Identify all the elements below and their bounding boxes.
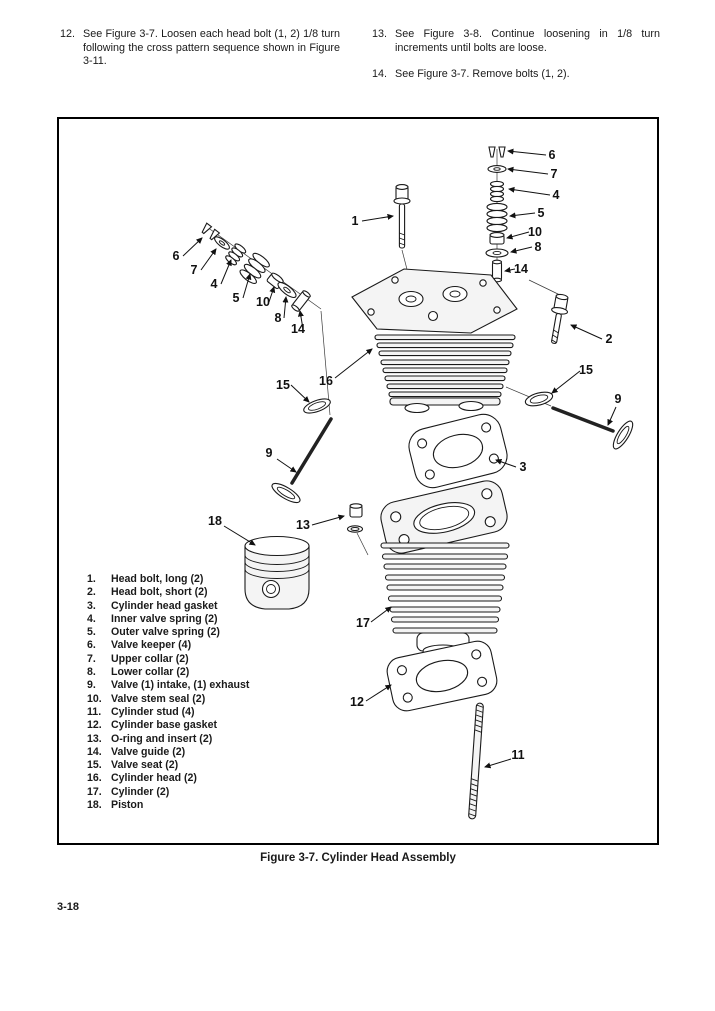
instruction-text: See Figure 3-8. Continue loosening in 1/…: [395, 28, 660, 54]
callout-4-left: 4: [211, 277, 218, 291]
instruction-text: See Figure 3-7. Remove bolts (1, 2).: [395, 68, 570, 80]
valve-9-right: [551, 406, 634, 450]
cylinder-base-gasket-12: [386, 640, 498, 712]
callout-18: 18: [208, 514, 222, 528]
instruction-number: 14.: [372, 68, 388, 80]
callout-10-left: 10: [256, 295, 270, 309]
cylinder-head-gasket-3: [408, 413, 508, 489]
parts-list-item: 15.Valve seat (2): [87, 759, 179, 772]
instruction-number: 12.: [60, 28, 76, 40]
instruction-item-14: 14. See Figure 3-7. Remove bolts (1, 2).: [372, 68, 660, 82]
callout-9-left: 9: [266, 446, 273, 460]
parts-list-item: 18.Piston: [87, 799, 144, 812]
parts-list-item: 1.Head bolt, long (2): [87, 573, 204, 585]
cylinder-stud-11: [468, 702, 484, 820]
inner-valve-spring-4-right: [489, 180, 505, 203]
callout-5-right: 5: [538, 206, 545, 220]
head-bolt-short-2: [545, 292, 571, 346]
valve-seat-15-left: [303, 398, 331, 414]
parts-list-item: 13.O-ring and insert (2): [87, 732, 213, 745]
parts-list-item: 17.Cylinder (2): [87, 785, 170, 798]
parts-list-item: 3.Cylinder head gasket: [87, 599, 218, 612]
page-number: 3-18: [57, 901, 80, 913]
piston-18: [244, 535, 310, 610]
parts-list-item: 2.Head bolt, short (2): [87, 586, 208, 599]
parts-list: 1.Head bolt, long (2) 2.Head bolt, short…: [87, 573, 317, 812]
exploded-diagram: 1 6 7 4 5 10 8 14 2 6 7 4 5 10 8 14 16 1…: [173, 146, 634, 820]
valve-seat-15-right: [524, 391, 554, 407]
instruction-item-13: 13. See Figure 3-8. Continue loosening i…: [372, 28, 660, 55]
parts-list-item: 12.Cylinder base gasket: [87, 719, 217, 732]
callout-15-right: 15: [579, 363, 593, 377]
instruction-text: See Figure 3-7. Loosen each head bolt (1…: [83, 28, 340, 68]
callout-4-right: 4: [553, 188, 560, 202]
outer-valve-spring-5-left: [237, 250, 272, 287]
cylinder-17: [380, 480, 510, 658]
instruction-number: 13.: [372, 28, 388, 40]
parts-list-item: 9.Valve (1) intake, (1) exhaust: [87, 679, 250, 692]
head-bolt-long-1: [393, 184, 411, 249]
callout-7-right: 7: [551, 167, 558, 181]
callout-3: 3: [520, 460, 527, 474]
callout-14-left: 14: [291, 322, 305, 336]
callout-15-left: 15: [276, 378, 290, 392]
leader-lines: [182, 148, 617, 769]
oring-insert-13: [346, 503, 364, 533]
callout-12: 12: [350, 695, 364, 709]
callout-13: 13: [296, 518, 310, 532]
callout-9-right: 9: [615, 392, 622, 406]
parts-list-item: 4.Inner valve spring (2): [87, 612, 218, 625]
valve-stem-seal-10-right: [489, 232, 505, 245]
parts-list-item: 8.Lower collar (2): [87, 666, 190, 679]
figure-box: 1 6 7 4 5 10 8 14 2 6 7 4 5 10 8 14 16 1…: [57, 117, 659, 845]
parts-list-item: 11.Cylinder stud (4): [87, 705, 195, 718]
parts-list-item: 5.Outer valve spring (2): [87, 626, 220, 639]
parts-list-item: 6.Valve keeper (4): [87, 639, 192, 652]
instruction-item-12: 12. See Figure 3-7. Loosen each head bol…: [60, 28, 340, 69]
callout-14-right: 14: [514, 262, 528, 276]
callout-8-right: 8: [535, 240, 542, 254]
callout-8-left: 8: [275, 311, 282, 325]
callout-10-right: 10: [528, 225, 542, 239]
callout-2: 2: [606, 332, 613, 346]
callout-labels: 1 6 7 4 5 10 8 14 2 6 7 4 5 10 8 14 16 1…: [173, 148, 622, 762]
callout-11: 11: [511, 748, 524, 762]
callout-5-left: 5: [233, 291, 240, 305]
figure-caption: Figure 3-7. Cylinder Head Assembly: [260, 852, 456, 864]
callout-6-right: 6: [549, 148, 556, 162]
parts-list-item: 7.Upper collar (2): [87, 652, 189, 665]
callout-6-left: 6: [173, 249, 180, 263]
callout-16: 16: [319, 374, 333, 388]
callout-7-left: 7: [191, 263, 198, 277]
cylinder-head-16: [351, 268, 518, 414]
parts-list-item: 16.Cylinder head (2): [87, 772, 197, 785]
upper-collar-7-right: [487, 165, 507, 173]
parts-list-item: 10.Valve stem seal (2): [87, 692, 206, 705]
parts-list-item: 14.Valve guide (2): [87, 745, 186, 758]
callout-17: 17: [356, 616, 370, 630]
lower-collar-8-right: [485, 248, 509, 258]
outer-valve-spring-5-right: [486, 202, 508, 233]
callout-1: 1: [352, 214, 359, 228]
valve-9-left: [271, 417, 333, 504]
